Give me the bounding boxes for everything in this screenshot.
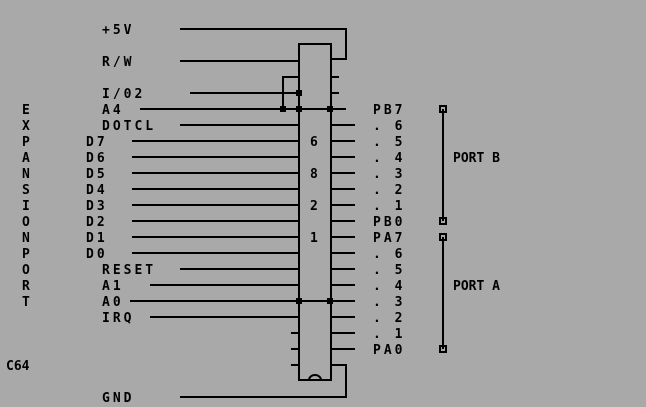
port-b-pin-label: . 3 [373, 167, 405, 182]
signal-label: RESET [102, 263, 156, 278]
signal-label: D2 [86, 215, 108, 230]
port-b-pin-label: . 4 [373, 151, 405, 166]
expansion-port-letter: P [22, 135, 30, 150]
port-a-pin-label: . 5 [373, 263, 405, 278]
port-b-bracket-end [439, 217, 447, 225]
port-b-pin-label: . 1 [373, 199, 405, 214]
expansion-port-letter: T [22, 295, 30, 310]
signal-label: D7 [86, 135, 108, 150]
port-b-pin-label: PB0 [373, 215, 405, 230]
port-a-label: PORT A [453, 279, 500, 294]
junction-dot [327, 106, 333, 112]
expansion-port-letter: O [22, 263, 30, 278]
signal-label: R/W [102, 55, 134, 70]
port-b-pin-label: . 2 [373, 183, 405, 198]
port-b-label: PORT B [453, 151, 500, 166]
signal-label: I/02 [102, 87, 145, 102]
wire-gnd [180, 364, 347, 398]
signal-label: D4 [86, 183, 108, 198]
junction-dot [280, 106, 286, 112]
port-a-pin-label: PA7 [373, 231, 405, 246]
expansion-port-letter: N [22, 231, 30, 246]
expansion-port-letter: N [22, 167, 30, 182]
chip-digit: 6 [310, 135, 318, 150]
port-a-bracket-end [439, 233, 447, 241]
port-b-bracket-end [439, 105, 447, 113]
port-b-pin-label: . 6 [373, 119, 405, 134]
expansion-port-letter: P [22, 247, 30, 262]
signal-label: D0 [86, 247, 108, 262]
port-a-pin-label: . 3 [373, 295, 405, 310]
signal-label: +5V [102, 23, 134, 38]
signal-label: A4 [102, 103, 124, 118]
signal-label: GND [102, 391, 134, 406]
expansion-port-letter: I [22, 199, 30, 214]
port-a-pin-label: PA0 [373, 343, 405, 358]
port-b-pin-label: . 5 [373, 135, 405, 150]
port-a-bracket-end [439, 345, 447, 353]
ic-notch [308, 374, 322, 381]
expansion-port-letter: O [22, 215, 30, 230]
port-a-pin-label: . 2 [373, 311, 405, 326]
signal-label: D6 [86, 151, 108, 166]
junction-dot [296, 90, 302, 96]
signal-label: A1 [102, 279, 124, 294]
expansion-port-letter: E [22, 103, 30, 118]
signal-label: D1 [86, 231, 108, 246]
chip-digit: 1 [310, 231, 318, 246]
signal-label: D5 [86, 167, 108, 182]
signal-label: A0 [102, 295, 124, 310]
expansion-port-letter: A [22, 151, 30, 166]
port-a-pin-label: . 4 [373, 279, 405, 294]
expansion-port-letter: R [22, 279, 30, 294]
c64-label: C64 [6, 359, 30, 374]
wire-plus5v [180, 28, 347, 60]
ic-6821-body [298, 43, 332, 381]
junction-dot [296, 106, 302, 112]
chip-digit: 2 [310, 199, 318, 214]
expansion-port-letter: X [22, 119, 30, 134]
signal-label: IRQ [102, 311, 134, 326]
port-a-pin-label: . 6 [373, 247, 405, 262]
port-a-pin-label: . 1 [373, 327, 405, 342]
expansion-port-letter: S [22, 183, 30, 198]
port-b-pin-label: PB7 [373, 103, 405, 118]
signal-label: DOTCL [102, 119, 156, 134]
wire-i02-loop [282, 76, 299, 93]
chip-digit: 8 [310, 167, 318, 182]
signal-label: D3 [86, 199, 108, 214]
